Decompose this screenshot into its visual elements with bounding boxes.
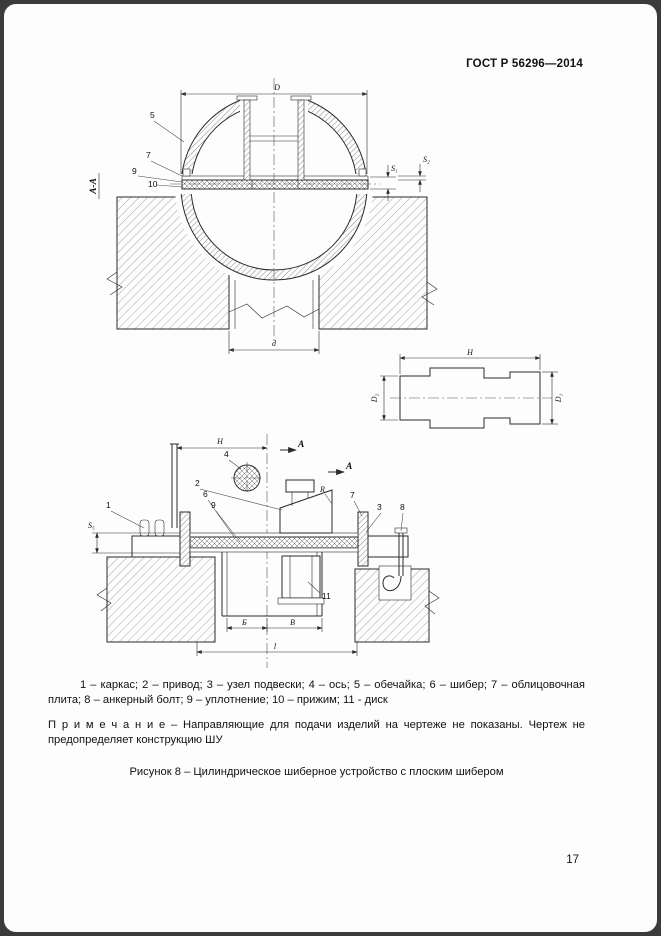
break-line: [228, 303, 320, 319]
dim-D: D: [180, 83, 368, 174]
page-number: 17: [566, 854, 579, 866]
svg-text:l: l: [274, 642, 277, 651]
standard-designation: ГОСТ Р 56296—2014: [466, 58, 583, 70]
dim-S1: S₁: [370, 164, 398, 201]
figure-note: П р и м е ч а н и е – Направляющие для п…: [48, 719, 585, 747]
callout-1: 1: [106, 500, 111, 510]
callout-4: 4: [224, 449, 229, 459]
bolt: [182, 168, 191, 177]
gate-band: [181, 179, 369, 190]
figure-caption: Рисунок 8 – Цилиндрическое шиберное устр…: [129, 766, 504, 778]
svg-text:D: D: [273, 83, 280, 92]
gate-plate-right: [297, 99, 305, 181]
svg-text:Н: Н: [466, 348, 474, 357]
callout-9: 9: [132, 166, 137, 176]
svg-text:D₁: D₁: [554, 394, 563, 404]
clamp-strip: [181, 175, 369, 181]
dim-S5: S₅: [88, 521, 180, 554]
svg-text:А-А: А-А: [89, 178, 99, 195]
section-mark-a: А: [297, 440, 304, 450]
figure-8-drawing: D d S₁ S₂ А-: [88, 78, 563, 668]
dim-D2: D₂: [370, 375, 398, 421]
callout-8: 8: [400, 502, 405, 512]
svg-text:Н: Н: [216, 437, 224, 446]
section-mark-a: А: [345, 462, 352, 472]
break-line: [96, 587, 112, 612]
svg-text:S₅: S₅: [88, 521, 95, 530]
disc-housing: [281, 555, 321, 599]
dim-H-elev: Н: [176, 437, 268, 450]
frame-bolts: [136, 519, 180, 537]
left-base-block: [106, 556, 216, 643]
break-line: [106, 271, 123, 296]
disc-detail-view: Н D₂ D₁: [370, 348, 563, 429]
callout-5: 5: [150, 110, 155, 120]
dim-H-detail: Н: [399, 348, 541, 374]
callout-9: 9: [211, 500, 216, 510]
svg-text:d: d: [272, 339, 277, 348]
break-line: [424, 590, 440, 615]
svg-text:S₁: S₁: [391, 164, 398, 173]
callout-7: 7: [146, 150, 151, 160]
callout-10: 10: [148, 179, 158, 189]
frame-plate: [131, 535, 181, 558]
dim-d: d: [228, 331, 320, 354]
svg-text:Б: Б: [241, 618, 247, 627]
gate-plate-left: [243, 99, 251, 181]
section-label: А-А: [89, 173, 100, 199]
clamp-strip: [189, 532, 359, 538]
right-flange: [357, 511, 369, 567]
figure-legend: 1 – каркас; 2 – привод; 3 – узел подвеск…: [48, 679, 585, 707]
left-flange: [179, 511, 191, 567]
svg-text:D₂: D₂: [370, 394, 379, 404]
section-view-a-a: D d S₁ S₂ А-: [89, 78, 438, 354]
callout-3: 3: [377, 502, 382, 512]
bolt: [358, 168, 367, 177]
callout-7: 7: [350, 490, 355, 500]
frame-plate: [367, 535, 409, 558]
bottom-callouts: 1 2 6 9 4 R 7 3 8 11: [106, 449, 405, 601]
drive-bracket: [279, 489, 333, 534]
dim-S2: S₂: [398, 155, 430, 192]
break-line: [421, 281, 438, 306]
callout-6: 6: [203, 489, 208, 499]
dim-D1: D₁: [542, 371, 563, 425]
svg-text:S₂: S₂: [423, 155, 430, 164]
drive-box: [285, 479, 315, 493]
cutting-plane-marks: А А: [280, 440, 352, 476]
top-callouts: 5 7 9 10: [132, 110, 185, 189]
dim-R: R: [319, 485, 325, 494]
callout-2: 2: [195, 478, 200, 488]
front-section-view: Н А А: [88, 434, 440, 668]
gate-band: [189, 536, 359, 549]
callout-11: 11: [322, 591, 331, 601]
svg-text:В: В: [290, 618, 295, 627]
dim-B: Б: [226, 618, 268, 632]
dim-l: l: [196, 642, 358, 656]
dim-V: В: [267, 618, 323, 632]
document-page: ГОСТ Р 56296—2014: [4, 4, 657, 932]
